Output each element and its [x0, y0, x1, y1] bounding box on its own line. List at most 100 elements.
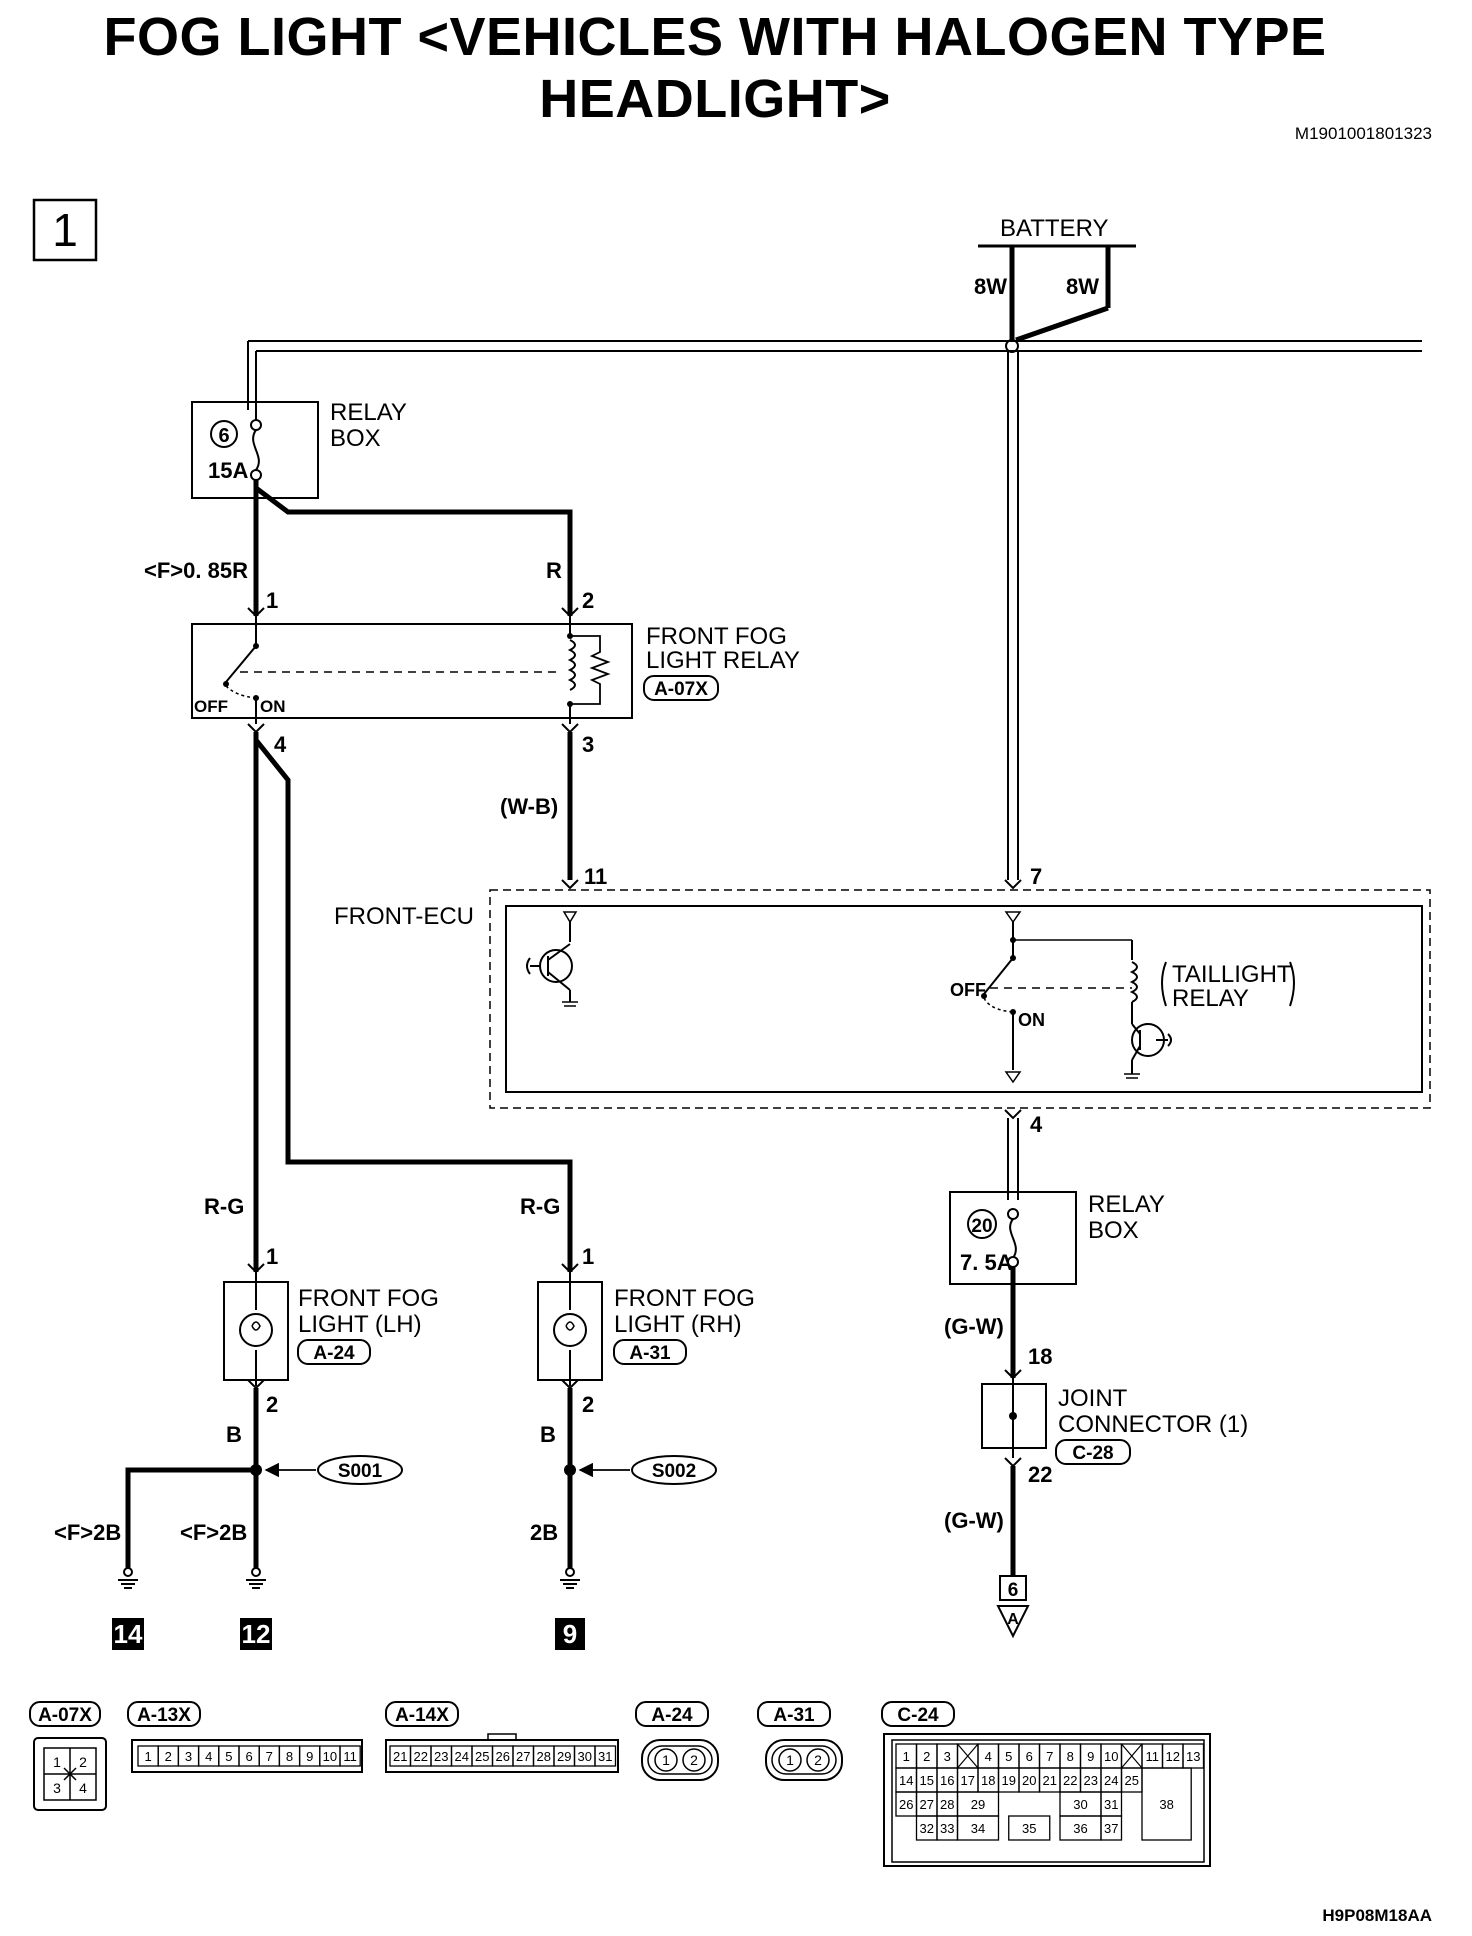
a13x-pin-7: 7 — [266, 1749, 273, 1764]
splice-s001-label: S001 — [338, 1461, 383, 1482]
front-ecu: FRONT-ECU 11 7 OFF ON — [334, 864, 1431, 1109]
c24-pin-34-cell — [956, 1815, 1000, 1841]
relay-box-bottom-label-1: RELAY — [1088, 1191, 1165, 1218]
front-fog-light-relay: OFF ON FRONT FOG LIGHT RELAY A-07X — [191, 616, 800, 724]
c24-pin-35-cell — [1008, 1815, 1051, 1841]
a14x-pin-23: 23 — [434, 1749, 448, 1764]
ground-12-number: 12 — [242, 1619, 271, 1649]
a14x-pin-26: 26 — [496, 1749, 510, 1764]
c24-pin-28: 28 — [940, 1797, 954, 1812]
c24-pin-17: 17 — [961, 1773, 975, 1788]
ground-symbol-14 — [118, 1567, 138, 1589]
ground-symbol-9 — [560, 1567, 580, 1589]
a13x-pin-2: 2 — [165, 1749, 172, 1764]
fog-lh-connector: A-24 — [313, 1343, 355, 1364]
relay-box-bottom-fuse-number: 20 — [971, 1216, 992, 1237]
joint-connector-label-2: CONNECTOR (1) — [1058, 1411, 1248, 1438]
taillight-relay-on: ON — [1018, 1010, 1045, 1030]
fog-rh-wire-out: B — [540, 1422, 556, 1447]
relay-box-top-fuse-rating: 15A — [208, 458, 248, 483]
c24-pin-31: 31 — [1104, 1797, 1118, 1812]
c24-pin-20: 20 — [1022, 1773, 1036, 1788]
page-title: FOG LIGHT <VEHICLES WITH HALOGEN TYPE HE… — [103, 7, 1327, 129]
a07x-pin-1: 1 — [53, 1754, 61, 1770]
connector-c24-id: C-24 — [897, 1705, 939, 1726]
c24-pin-5: 5 — [1005, 1749, 1012, 1764]
c24-pin-7: 7 — [1046, 1749, 1053, 1764]
c24-pin-27: 27 — [920, 1797, 934, 1812]
fog-lh-pin2: 2 — [266, 1392, 278, 1417]
a31-pin-2: 2 — [814, 1752, 822, 1768]
fog-lh-pin1: 1 — [266, 1244, 278, 1269]
relay-box-bottom: 20 7. 5A RELAY BOX — [949, 1191, 1165, 1378]
c24-pin-36: 36 — [1073, 1821, 1087, 1836]
a13x-pin-11-cell — [339, 1745, 361, 1767]
relay-box-top-label-1: RELAY — [330, 399, 407, 426]
battery: BATTERY 8W 8W — [974, 215, 1136, 353]
c24-pin-37: 37 — [1104, 1821, 1118, 1836]
c24-pin-23: 23 — [1084, 1773, 1098, 1788]
fog-lh-wire-out: B — [226, 1422, 242, 1447]
relay-box-top-label-2: BOX — [330, 425, 381, 452]
joint-connector-label-1: JOINT — [1058, 1385, 1128, 1412]
fog-relay-connector: A-07X — [654, 679, 708, 700]
a14x-pin-25: 25 — [475, 1749, 489, 1764]
battery-wire-right: 8W — [1066, 274, 1099, 299]
a13x-pin-11: 11 — [343, 1749, 357, 1764]
front-ecu-pin11: 11 — [584, 864, 607, 889]
fog-relay-wire-pin1: <F>0. 85R — [144, 558, 248, 583]
c24-pin-15: 15 — [920, 1773, 934, 1788]
a24-pin-2: 2 — [690, 1752, 698, 1768]
joint-connector-id: C-28 — [1072, 1443, 1113, 1464]
battery-wire-left: 8W — [974, 274, 1007, 299]
continuation-marker: 6 A — [996, 1575, 1030, 1639]
connector-a07x-id: A-07X — [38, 1705, 92, 1726]
a07x-pin-4: 4 — [79, 1780, 87, 1796]
c24-pin-13: 13 — [1186, 1749, 1200, 1764]
fog-lh-label-2: LIGHT (LH) — [298, 1311, 422, 1338]
a13x-pin-4: 4 — [205, 1749, 212, 1764]
relay-box-bottom-fuse-rating: 7. 5A — [960, 1250, 1013, 1275]
a14x-pin-22: 22 — [414, 1749, 428, 1764]
fog-rh-label-1: FRONT FOG — [614, 1285, 755, 1312]
a14x-pin-30: 30 — [578, 1749, 592, 1764]
front-fog-light-rh: R-G 1 2 FRONT FOG LIGHT (RH) A-31 — [520, 1194, 755, 1417]
connector-a14x-id: A-14X — [395, 1705, 449, 1726]
ground-9-wire: 2B — [530, 1520, 558, 1545]
c24-pin-6: 6 — [1026, 1749, 1033, 1764]
figure-id: H9P08M18AA — [1322, 1906, 1432, 1925]
c24-pin-13-cell — [1182, 1743, 1205, 1769]
battery-bus — [247, 340, 1422, 880]
sheet-number: 1 — [52, 204, 78, 256]
fog-relay-wire-pin3: (W-B) — [500, 794, 558, 819]
joint-connector-pin-in: 18 — [1028, 1344, 1052, 1369]
fog-relay-pin4-label: 4 — [274, 732, 287, 757]
fog-lh-wire-in: R-G — [204, 1194, 244, 1219]
c24-pin-11: 11 — [1146, 1749, 1160, 1764]
a13x-pin-1: 1 — [144, 1749, 151, 1764]
fog-lh-label-1: FRONT FOG — [298, 1285, 439, 1312]
c24-pin-4: 4 — [985, 1749, 992, 1764]
a07x-pin-3: 3 — [53, 1780, 61, 1796]
c24-pin-35: 35 — [1022, 1821, 1036, 1836]
a14x-pin-21: 21 — [393, 1749, 407, 1764]
c24-pin-38: 38 — [1159, 1797, 1173, 1812]
fog-rh-label-2: LIGHT (RH) — [614, 1311, 742, 1338]
continuation-letter: A — [1007, 1611, 1019, 1628]
fog-relay-pin3-label: 3 — [582, 732, 594, 757]
front-ecu-pin4: 4 — [1030, 1112, 1043, 1137]
a14x-pin-31: 31 — [598, 1749, 612, 1764]
c24-pin-8: 8 — [1067, 1749, 1074, 1764]
c24-pin-25: 25 — [1125, 1773, 1139, 1788]
a07x-pin-2: 2 — [79, 1754, 87, 1770]
front-ecu-label: FRONT-ECU — [334, 903, 474, 930]
splice-s001-dot — [250, 1464, 262, 1476]
a14x-pin-27: 27 — [516, 1749, 530, 1764]
relay-box-top: 6 15A RELAY BOX — [191, 399, 407, 499]
c24-pin-12: 12 — [1166, 1749, 1180, 1764]
c24-pin-10: 10 — [1104, 1749, 1118, 1764]
